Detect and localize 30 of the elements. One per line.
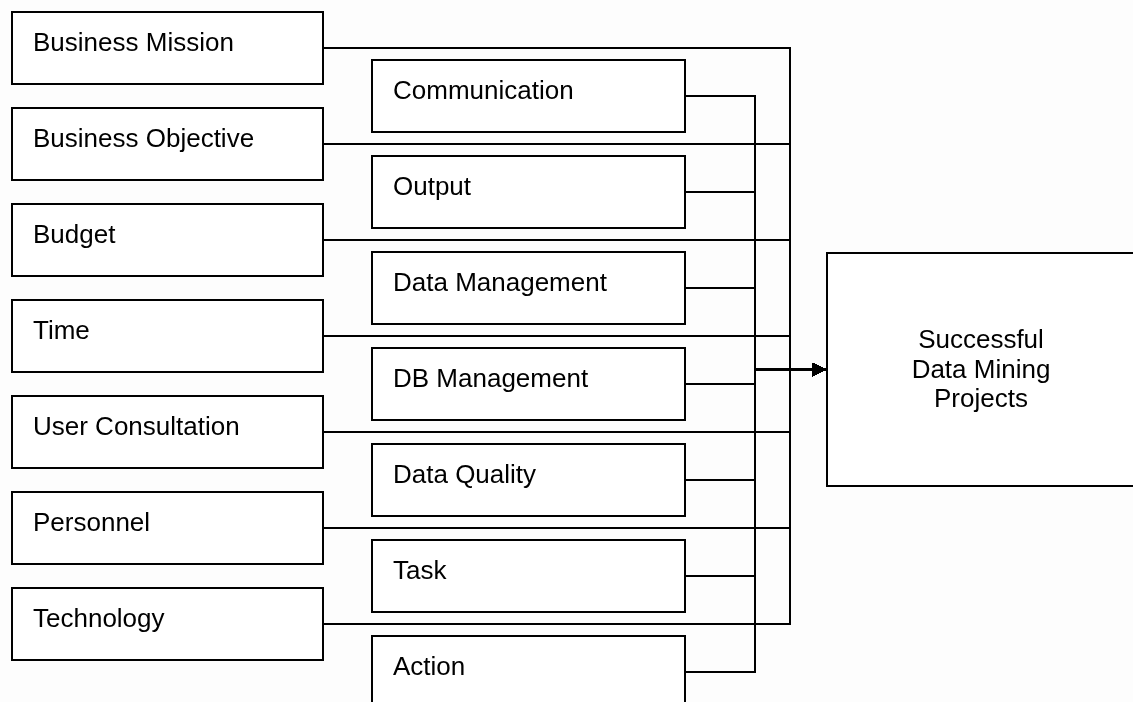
box-label: Time <box>33 315 90 346</box>
factor-box <box>371 635 686 702</box>
factor-box <box>371 155 686 229</box>
factor-box <box>11 587 324 661</box>
factor-box <box>371 347 686 421</box>
factor-box <box>371 251 686 325</box>
box-label: Business Objective <box>33 123 255 154</box>
factor-box <box>371 539 686 613</box>
box-label: Data Management <box>393 267 607 298</box>
factor-box <box>11 107 324 181</box>
factor-box <box>11 491 324 565</box>
factor-box <box>371 59 686 133</box>
result-box <box>826 252 1133 487</box>
factor-box <box>11 395 324 469</box>
box-label: Communication <box>393 75 574 106</box>
box-label: Action <box>393 651 466 682</box>
box-label: Data Quality <box>393 459 537 490</box>
factor-box <box>11 203 324 277</box>
box-label: Budget <box>33 219 116 250</box>
factor-box <box>11 11 324 85</box>
factor-box <box>371 443 686 517</box>
box-label: DB Management <box>393 363 589 394</box>
box-label: Personnel <box>33 507 151 538</box>
box-label: User Consultation <box>33 411 240 442</box>
factor-box <box>11 299 324 373</box>
box-label: Business Mission <box>33 27 234 58</box>
box-label: Successful Data Mining Projects <box>910 324 1052 415</box>
box-label: Technology <box>33 603 165 634</box>
box-label: Task <box>393 555 447 586</box>
box-label: Output <box>393 171 472 202</box>
